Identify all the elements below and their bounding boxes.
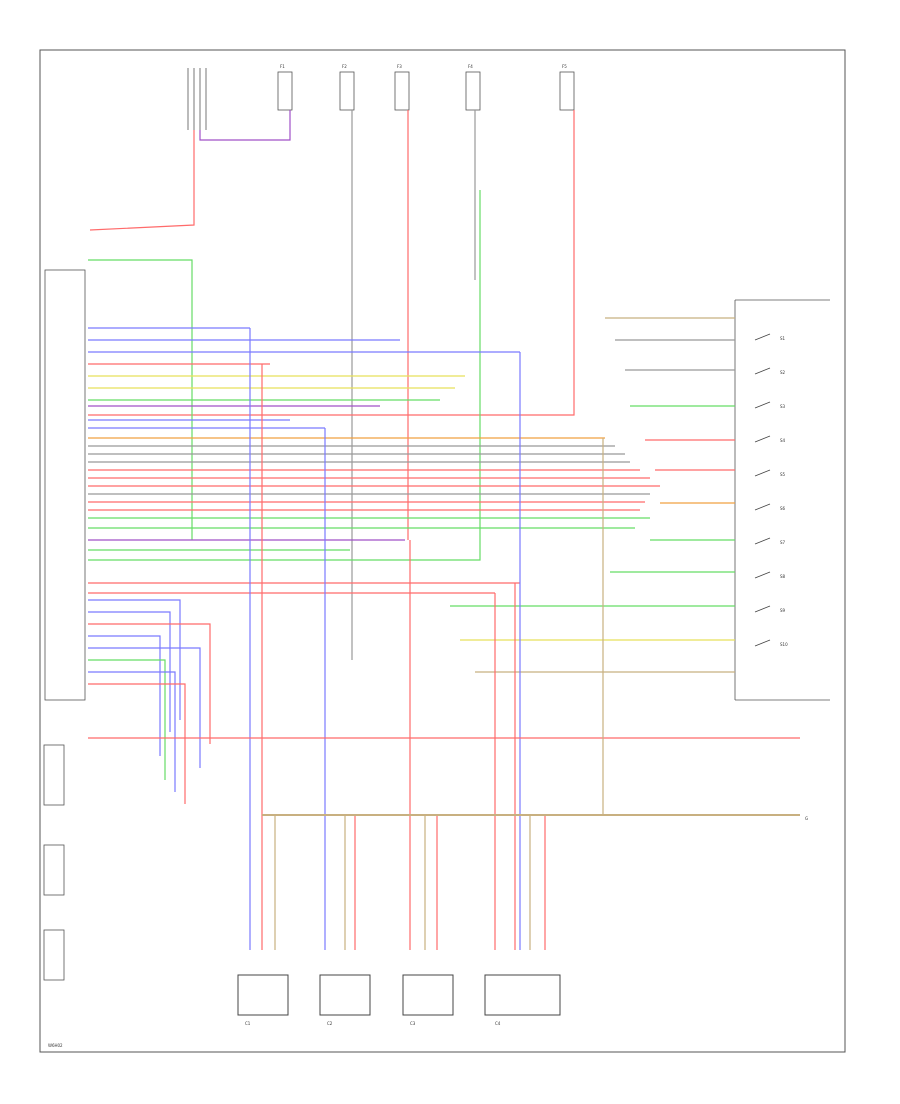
control-unit-body: [44, 269, 86, 701]
switch-label: S4: [780, 438, 786, 443]
wire-lower-6: [88, 671, 176, 792]
fuse-3: [394, 71, 410, 111]
left-switch-2: [43, 844, 65, 896]
fuse-label-4: F4: [468, 64, 473, 69]
switch-label: S7: [780, 540, 786, 545]
ground-label: G: [805, 816, 808, 821]
switch-contact: [754, 435, 771, 443]
switch-label: S5: [780, 472, 786, 477]
switch-contact: [754, 401, 771, 409]
component-3: [402, 974, 454, 1016]
component-label-1: C1: [245, 1021, 251, 1026]
switch-contact: [754, 571, 771, 579]
switch-label: S3: [780, 404, 786, 409]
fuse-1: [277, 71, 293, 111]
control-unit: [44, 269, 86, 701]
fuse-label-2: F2: [342, 64, 347, 69]
switch-label: S9: [780, 608, 786, 613]
wire-supply-red: [89, 130, 195, 231]
switch-contact: [754, 367, 771, 375]
component-1: [237, 974, 289, 1016]
corner-code: W6H02: [48, 1043, 63, 1048]
switch-label: S2: [780, 370, 786, 375]
component-label-4: C4: [495, 1021, 501, 1026]
switch-label: S6: [780, 506, 786, 511]
component-label-2: C2: [327, 1021, 333, 1026]
wire-green-long: [88, 190, 481, 561]
wire-lower-1: [88, 611, 171, 732]
fuse-5: [559, 71, 575, 111]
switch-contact: [754, 605, 771, 613]
switch-label: S8: [780, 574, 786, 579]
fuse-label-1: F1: [280, 64, 285, 69]
fuse-label-5: F5: [562, 64, 567, 69]
switch-contact: [754, 639, 771, 647]
left-switch-3: [43, 929, 65, 981]
wire-lower-2: [88, 623, 211, 744]
left-switch-1: [43, 744, 65, 806]
top-left-connector: [187, 68, 207, 130]
fuse-4: [465, 71, 481, 111]
component-2: [319, 974, 371, 1016]
wire-supply-purple: [199, 110, 291, 141]
bottom-components: C1 C2 C3 C4: [237, 974, 561, 1026]
fuse-label-3: F3: [397, 64, 402, 69]
fuse-2: [339, 71, 355, 111]
wire-lower-0: [88, 599, 181, 720]
switch-contact: [754, 537, 771, 545]
switch-contact: [754, 469, 771, 477]
component-label-3: C3: [410, 1021, 416, 1026]
switch-contact: [754, 333, 771, 341]
wires: [88, 110, 800, 950]
left-side-switches: [43, 744, 65, 981]
wire-lower-5: [88, 659, 166, 780]
wire-green-left: [88, 259, 193, 540]
component-4: [484, 974, 561, 1016]
top-fuse-block: F1 F2 F3 F4 F5: [277, 64, 575, 111]
switch-contact: [754, 503, 771, 511]
wire-fuse5-red: [88, 110, 575, 416]
diagram-frame: [39, 49, 846, 1053]
switch-label: S1: [780, 336, 786, 341]
wire-lower-4: [88, 647, 201, 768]
switch-label: S10: [780, 642, 788, 647]
wire-lower-7: [88, 683, 186, 804]
wire-lower-3: [88, 635, 161, 756]
